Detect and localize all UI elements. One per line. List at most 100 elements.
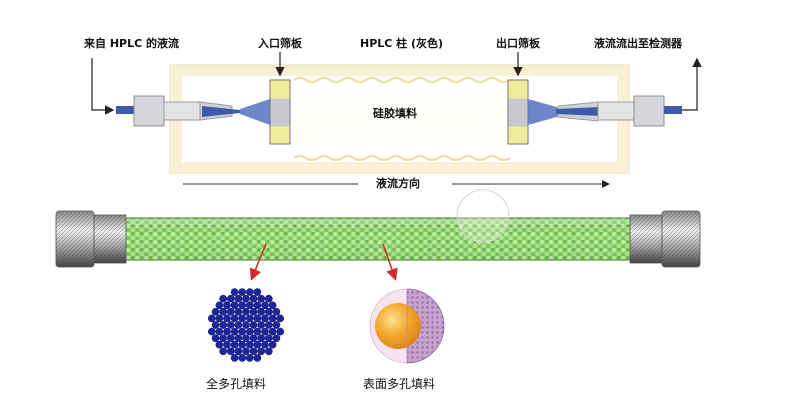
porous-sphere (249, 334, 258, 343)
outlet-frit (507, 79, 529, 145)
outlet-arrow (682, 57, 702, 111)
porous-sphere (219, 321, 228, 329)
porous-sphere (219, 294, 228, 303)
porous-sphere (261, 301, 269, 310)
porous-sphere (245, 301, 254, 310)
porous-sphere (238, 327, 247, 336)
porous-sphere (249, 294, 258, 303)
porous-sphere (223, 327, 231, 336)
magnifier-circle (456, 189, 510, 243)
porous-sphere (215, 301, 224, 310)
porous-sphere (242, 294, 250, 303)
superficially-porous-caption: 表面多孔填料 (363, 377, 436, 391)
column-tube (119, 217, 637, 261)
porous-sphere (253, 288, 262, 296)
porous-sphere (249, 347, 258, 356)
porous-sphere (234, 321, 243, 329)
pointer-arrow-fully-porous (249, 243, 267, 281)
inlet-fitting (116, 95, 270, 127)
right-end-fitting (629, 210, 701, 268)
porous-sphere (257, 334, 266, 343)
porous-sphere (234, 294, 243, 303)
porous-sphere (257, 347, 266, 356)
porous-sphere (257, 294, 266, 303)
source-label: 来自 HPLC 的液流 (84, 37, 180, 50)
porous-sphere (276, 314, 285, 323)
porous-sphere (230, 354, 239, 362)
porous-sphere (268, 301, 277, 310)
porous-sphere (264, 307, 273, 316)
flow-direction-label: 液流方向 (376, 177, 420, 190)
porous-sphere (211, 321, 220, 329)
porous-sphere (223, 340, 231, 349)
porous-sphere (264, 321, 273, 329)
wave-bottom (293, 155, 511, 161)
porous-sphere (253, 327, 262, 336)
porous-sphere (268, 327, 277, 336)
porous-sphere (245, 314, 254, 323)
porous-sphere (276, 327, 285, 336)
porous-sphere (230, 288, 239, 296)
porous-sphere (245, 340, 254, 349)
inlet-frit (269, 79, 291, 145)
porous-sphere (253, 301, 262, 310)
porous-sphere (207, 314, 216, 323)
porous-sphere (219, 347, 228, 356)
wave-top (293, 77, 511, 83)
porous-sphere (211, 334, 220, 343)
fully-porous-particle (207, 288, 285, 362)
porous-sphere (226, 347, 235, 356)
porous-sphere (253, 314, 262, 323)
porous-sphere (238, 301, 247, 310)
porous-sphere (230, 327, 239, 336)
porous-sphere (242, 321, 250, 329)
outlet-fitting (528, 95, 682, 127)
porous-sphere (257, 307, 266, 316)
porous-sphere (238, 354, 247, 362)
porous-sphere (226, 294, 235, 303)
porous-sphere (238, 288, 247, 296)
porous-sphere (234, 334, 243, 343)
packing-label: 硅胶填料 (373, 107, 417, 120)
porous-sphere (230, 314, 239, 323)
porous-sphere (242, 334, 250, 343)
superficially-porous-particle (369, 288, 445, 364)
porous-sphere (234, 307, 243, 316)
porous-sphere (226, 307, 235, 316)
porous-sphere (223, 314, 231, 323)
porous-sphere (264, 334, 273, 343)
porous-sphere (253, 340, 262, 349)
porous-sphere (245, 354, 254, 362)
porous-sphere (226, 321, 235, 329)
pointer-arrow-superficially-porous (382, 243, 398, 281)
porous-sphere (207, 327, 216, 336)
porous-sphere (215, 340, 224, 349)
outlet-frit-label: 出口筛板 (496, 37, 540, 50)
porous-sphere (249, 321, 258, 329)
porous-sphere (223, 301, 231, 310)
porous-sphere (226, 334, 235, 343)
porous-sphere (261, 327, 269, 336)
porous-sphere (211, 307, 220, 316)
porous-sphere (249, 307, 258, 316)
porous-sphere (253, 354, 262, 362)
porous-sphere (272, 334, 281, 343)
porous-sphere (261, 340, 269, 349)
inlet-frit-label: 入口筛板 (258, 37, 302, 50)
porous-sphere (215, 314, 224, 323)
porous-sphere (268, 340, 277, 349)
column-label: HPLC 柱 (灰色) (360, 37, 444, 50)
porous-sphere (238, 314, 247, 323)
inlet-arrow (91, 58, 115, 115)
porous-sphere (245, 327, 254, 336)
porous-sphere (261, 314, 269, 323)
porous-sphere (272, 321, 281, 329)
to-detector-label: 液流流出至检测器 (594, 37, 682, 50)
porous-sphere (215, 327, 224, 336)
left-end-fitting (55, 210, 127, 268)
porous-sphere (242, 347, 250, 356)
porous-sphere (230, 301, 239, 310)
porous-sphere (238, 340, 247, 349)
